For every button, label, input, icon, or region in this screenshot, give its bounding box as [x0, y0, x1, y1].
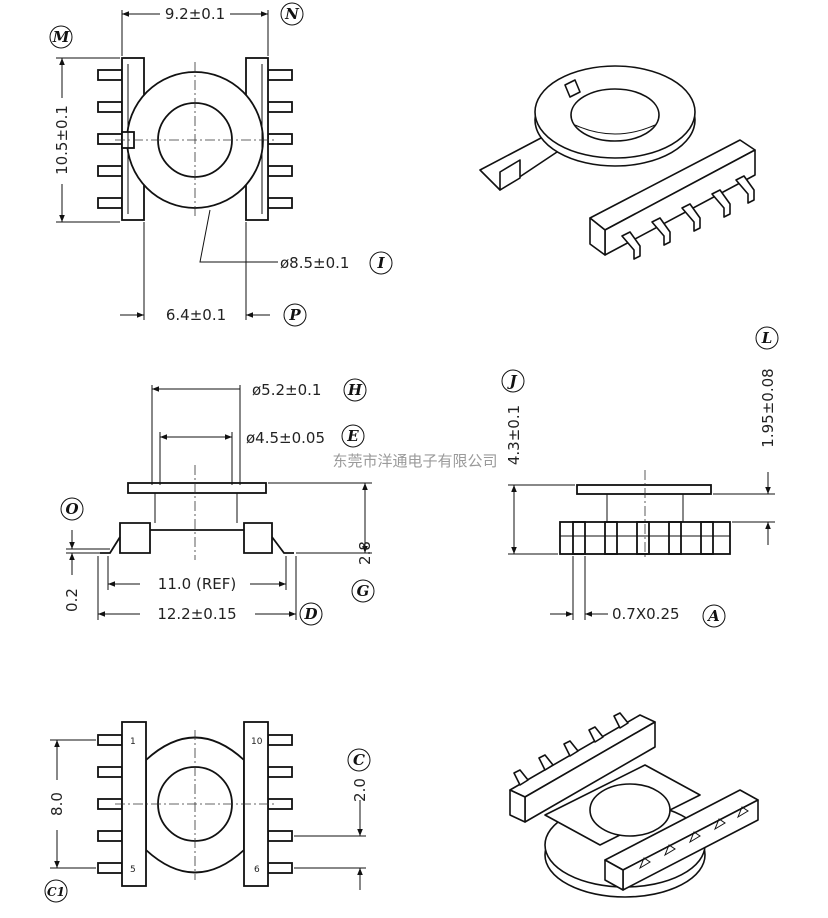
tag-p: P — [288, 306, 301, 324]
tag-l: L — [761, 329, 773, 347]
end-view-pins — [572, 521, 714, 555]
tag-h: H — [347, 381, 363, 399]
height-dimension: 10.5±0.1 — [53, 105, 71, 175]
inner-width-dimension: 11.0 (REF) — [158, 575, 236, 593]
tag-circle-o — [60, 497, 84, 521]
tag-o: O — [65, 500, 78, 518]
hole-dimension: ø8.5±0.1 — [280, 254, 349, 272]
pitch-dimension: 2.0 — [351, 778, 369, 802]
tag-circle-n — [280, 2, 304, 26]
end-view-flange — [576, 484, 712, 495]
tag-j: J — [506, 372, 517, 390]
pin-span-dimension: 6.4±0.1 — [166, 306, 226, 324]
pin-dimension: 0.7X0.25 — [612, 605, 680, 623]
isometric-pin-slots-bottom — [638, 806, 749, 870]
tag-m: M — [52, 28, 70, 46]
tag-n: N — [284, 5, 300, 23]
side-view: ø5.2±0.1 H ø4.5±0.05 E 2.8 G 0.2 O 11.0 … — [60, 378, 375, 626]
overall-width-dimension: 12.2±0.15 — [157, 605, 236, 623]
tag-c: C — [353, 751, 365, 769]
top-view: 9.2±0.1 N 10.5±0.1 M ø8.5±0.1 I 6.4±0.1 … — [49, 2, 393, 327]
isometric-view-bottom — [509, 712, 759, 898]
tag-e: E — [346, 427, 359, 445]
pin-label-10: 10 — [251, 737, 263, 747]
tag-circle-d — [299, 602, 323, 626]
bottom-view: 1 10 5 6 8.0 C1 2.0 C — [44, 721, 371, 903]
tag-g: G — [357, 582, 370, 600]
bottom-view-pins-right — [267, 734, 293, 874]
standoff-dimension: 0.2 — [63, 588, 81, 612]
height-dimension-end: 4.3±0.1 — [505, 405, 523, 465]
tag-circle-c — [347, 748, 371, 772]
outer-diameter-dimension: ø5.2±0.1 — [252, 381, 321, 399]
tag-circle-c1 — [44, 879, 68, 903]
pin-label-1: 1 — [130, 737, 136, 747]
tag-circle-e — [341, 424, 365, 448]
tag-circle-j — [501, 369, 525, 393]
pitch-span-dimension: 8.0 — [48, 792, 66, 816]
isometric-pins-bottom — [513, 712, 629, 786]
inner-diameter-dimension: ø4.5±0.05 — [246, 429, 325, 447]
height-dimension-side: 2.8 — [356, 541, 374, 565]
isometric-pins — [621, 175, 755, 260]
end-view: 4.3±0.1 J 1.95±0.08 L 0.7X0.25 A — [501, 326, 779, 628]
tag-a: A — [706, 607, 720, 625]
tag-circle-m — [49, 25, 73, 49]
tag-circle-g — [351, 579, 375, 603]
company-watermark: 东莞市洋通电子有限公司 — [332, 452, 497, 470]
tag-i: I — [376, 254, 385, 272]
top-view-pins-left — [97, 69, 123, 209]
tag-circle-a — [702, 604, 726, 628]
pin-label-6: 6 — [254, 865, 260, 875]
tag-circle-l — [755, 326, 779, 350]
flange-dimension: 1.95±0.08 — [759, 368, 777, 447]
top-view-pins-right — [267, 69, 293, 209]
tag-d: D — [303, 605, 317, 623]
width-dimension: 9.2±0.1 — [165, 5, 225, 23]
pin-label-5: 5 — [130, 865, 136, 875]
tag-circle-h — [343, 378, 367, 402]
isometric-view-top — [479, 65, 756, 260]
tag-circle-p — [283, 303, 307, 327]
tag-circle-i — [369, 251, 393, 275]
side-view-flange — [127, 482, 267, 494]
tag-c1: C1 — [47, 885, 65, 899]
